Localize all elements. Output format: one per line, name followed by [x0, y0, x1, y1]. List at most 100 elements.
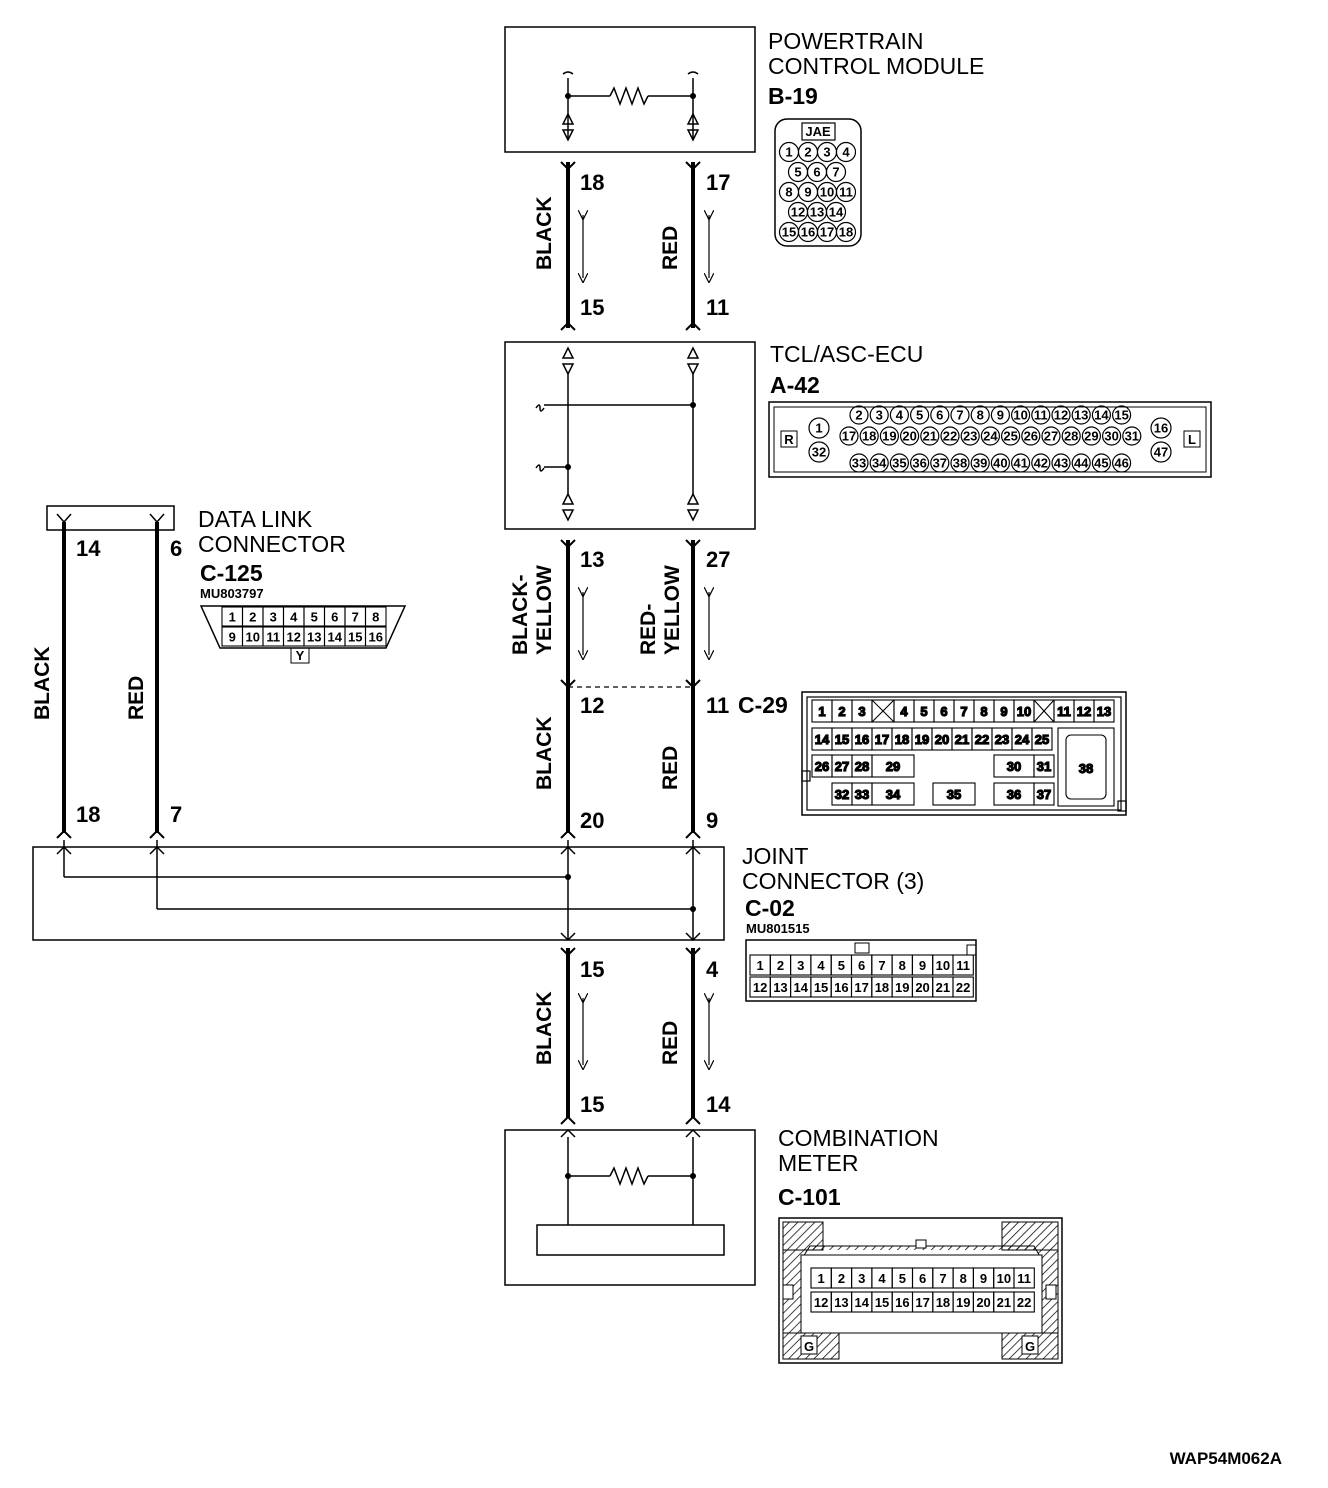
pin-circle: [1061, 426, 1081, 446]
pin-number: 11: [839, 185, 853, 200]
pin-number: 1: [818, 704, 825, 719]
pin-number: 22: [975, 732, 989, 747]
pin-circle: [950, 453, 970, 473]
pin-number: 6: [940, 704, 947, 719]
wire-pcm-tcl-left: [560, 161, 583, 331]
pin-number: 9: [980, 1271, 987, 1286]
pin-number: 9: [997, 408, 1004, 423]
wire-color-black-yellow-1: BLACK-: [509, 575, 532, 655]
pin-number: 23: [963, 429, 977, 444]
pin-tcl-27: 27: [706, 547, 730, 572]
pin-number: 16: [1154, 421, 1168, 436]
pin-number: 11: [1017, 1271, 1031, 1286]
pin-circle: [1150, 417, 1172, 439]
pin-number: 27: [1044, 429, 1058, 444]
pin-circle: [950, 405, 970, 425]
pin-circle: [889, 453, 910, 473]
tcl-box: [504, 341, 756, 530]
pin-number: 9: [804, 185, 811, 200]
pin-number: 9: [229, 630, 236, 645]
pin-number: 5: [794, 165, 801, 180]
pin-number: 12: [791, 205, 805, 220]
pin-circle: [930, 405, 950, 425]
pin-number: 20: [902, 429, 916, 444]
pin-number: 20: [915, 980, 929, 995]
pin-number: 10: [1013, 408, 1027, 423]
pin-circle: [909, 405, 930, 425]
pin-circle: [909, 453, 930, 473]
pin-number: 4: [878, 1271, 886, 1286]
joint-name-1: JOINT: [742, 843, 808, 869]
pin-number: 10: [997, 1271, 1011, 1286]
pin-circle: [835, 221, 857, 243]
wire-dlc-joint-left: [56, 522, 72, 839]
pin-number: 46: [1114, 456, 1128, 471]
joint-junction-black: [565, 874, 571, 880]
pin-number: 24: [1015, 732, 1030, 747]
pin-number: 5: [899, 1271, 906, 1286]
pin-number: 17: [820, 225, 834, 240]
tcl-junction-left: [565, 464, 571, 470]
pin-number: 19: [895, 980, 909, 995]
tcl-name: TCL/ASC-ECU: [770, 341, 923, 367]
pin-circle: [990, 405, 1011, 425]
pin-number: 43: [1054, 456, 1068, 471]
pin-number: 4: [842, 145, 850, 160]
pin-number: 36: [1007, 787, 1021, 802]
meter-ground-right: G: [1025, 1339, 1035, 1354]
wire-color-black-1: BLACK: [533, 197, 556, 271]
pin-meter-15: 15: [580, 1092, 604, 1117]
pin-circle: [889, 405, 910, 425]
pin-number: 15: [835, 732, 849, 747]
wire-dlc-joint-right: [149, 522, 165, 839]
wire-color-black-yellow-2: YELLOW: [533, 565, 556, 655]
pin-circle: [859, 426, 879, 446]
meter-code: C-101: [778, 1184, 841, 1210]
pin-number: 5: [311, 610, 318, 625]
pin-number: 22: [1017, 1295, 1031, 1310]
meter-ground-left: G: [804, 1339, 814, 1354]
pin-cell: [932, 782, 976, 806]
pin-cell: [1033, 782, 1055, 806]
wire-color-black-3: BLACK: [31, 647, 54, 721]
pin-number: 14: [855, 1295, 870, 1310]
pin-number: 2: [838, 1271, 845, 1286]
pin-number: 3: [270, 610, 277, 625]
pin-number: 31: [1037, 759, 1051, 774]
joint-part-no: MU801515: [746, 921, 810, 936]
pin-number: 1: [815, 421, 822, 436]
pin-circle: [899, 426, 920, 446]
pin-number: 8: [372, 610, 379, 625]
pin-number: 10: [820, 185, 834, 200]
pin-number: 12: [753, 980, 767, 995]
pin-number: 13: [1097, 704, 1111, 719]
pin-tcl-15: 15: [580, 295, 604, 320]
pin-circle: [869, 405, 889, 425]
meter-box: [504, 1128, 756, 1286]
pin-circle: [835, 181, 857, 203]
pin-number: 38: [953, 456, 967, 471]
joint-junction-red: [690, 906, 696, 912]
pin-number: 2: [804, 145, 811, 160]
pin-cell: [364, 606, 387, 627]
pin-number: 4: [290, 610, 298, 625]
meter-name-1: COMBINATION: [778, 1125, 939, 1151]
pin-number: 5: [838, 958, 845, 973]
pin-number: 44: [1074, 456, 1089, 471]
pin-number: 26: [815, 759, 829, 774]
pin-number: 6: [919, 1271, 926, 1286]
pin-number: 7: [352, 610, 359, 625]
pin-number: 33: [855, 787, 869, 802]
pin-circle: [1041, 426, 1061, 446]
pin-number: 15: [814, 980, 828, 995]
pin-number: 17: [875, 732, 889, 747]
pin-number: 2: [777, 958, 784, 973]
pin-number: 6: [858, 958, 865, 973]
pin-circle: [825, 161, 847, 183]
pin-circle: [808, 441, 830, 463]
pin-number: 14: [794, 980, 809, 995]
pin-circle: [1031, 405, 1051, 425]
dlc-key: Y: [296, 648, 305, 663]
